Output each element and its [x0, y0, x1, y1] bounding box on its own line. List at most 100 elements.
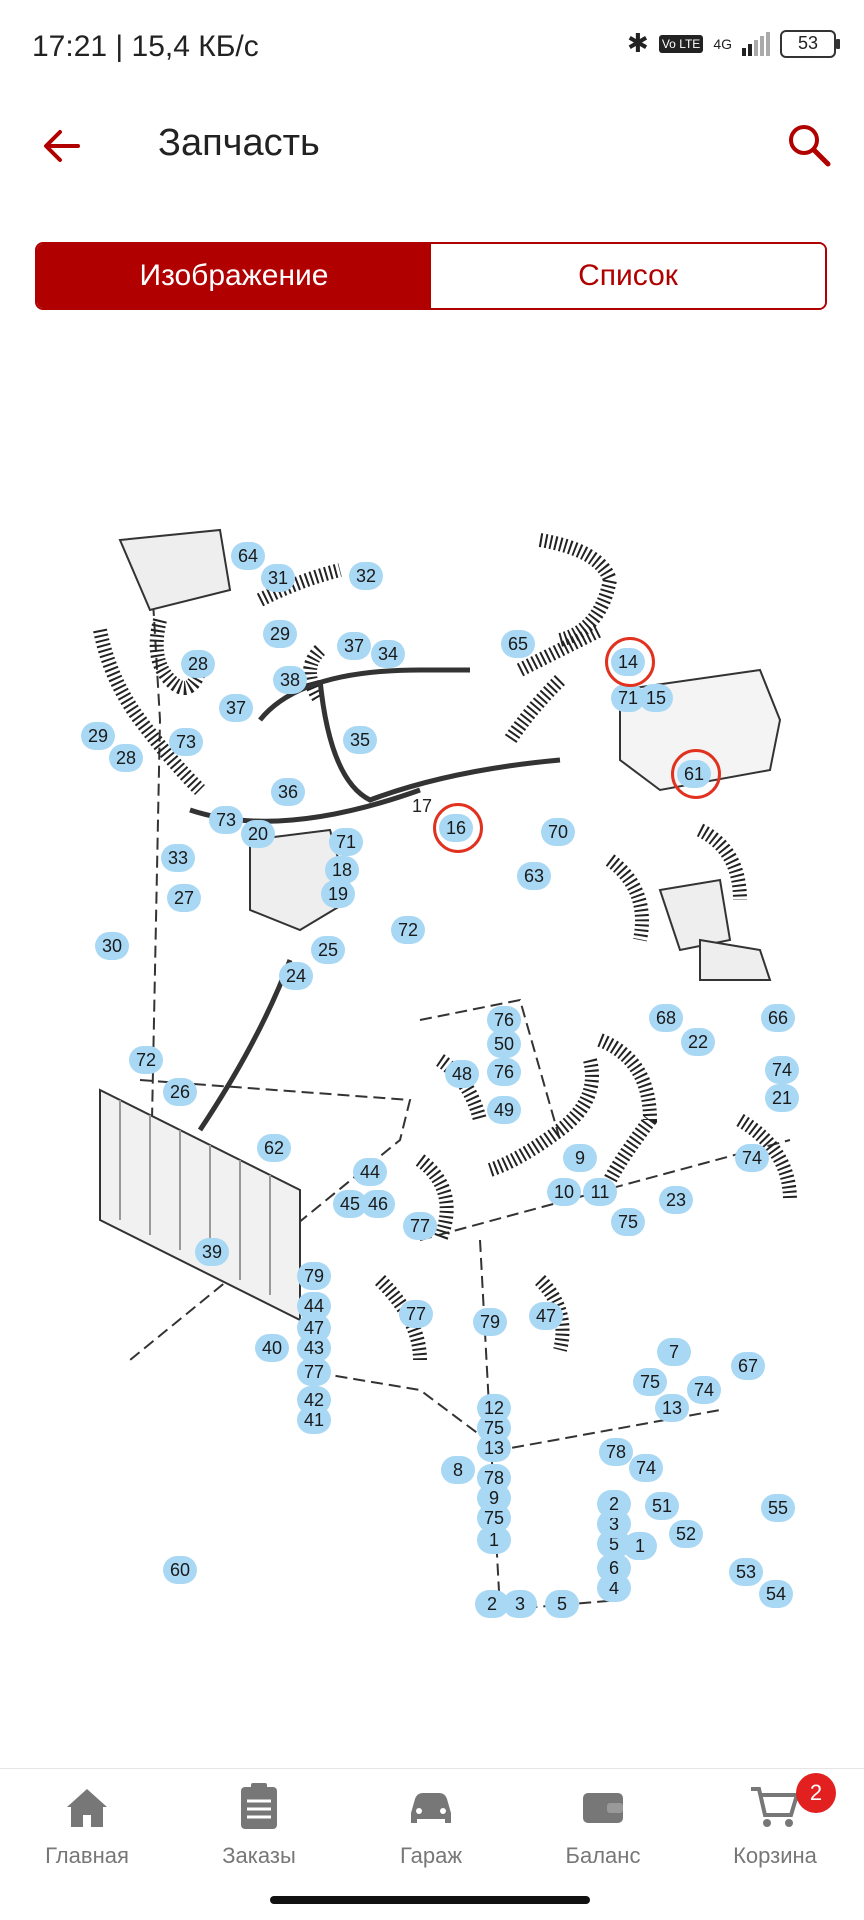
part-callout[interactable]: 72 — [129, 1046, 163, 1074]
part-callout[interactable]: 66 — [761, 1004, 795, 1032]
car-icon — [411, 1793, 451, 1823]
part-callout[interactable]: 74 — [765, 1056, 799, 1084]
part-callout[interactable]: 44 — [353, 1158, 387, 1186]
network-type: 4G — [713, 35, 732, 52]
part-callout[interactable]: 60 — [163, 1556, 197, 1584]
nav-home-label: Главная — [45, 1843, 129, 1868]
part-callout[interactable]: 77 — [399, 1300, 433, 1328]
part-callout[interactable]: 49 — [487, 1096, 521, 1124]
part-callout[interactable]: 68 — [649, 1004, 683, 1032]
part-callout[interactable]: 21 — [765, 1084, 799, 1112]
part-callout[interactable]: 38 — [273, 666, 307, 694]
part-callout[interactable]: 5 — [545, 1590, 579, 1618]
part-callout[interactable]: 34 — [371, 640, 405, 668]
part-callout[interactable]: 79 — [473, 1308, 507, 1336]
part-callout[interactable]: 24 — [279, 962, 313, 990]
part-callout[interactable]: 23 — [659, 1186, 693, 1214]
part-callout[interactable]: 53 — [729, 1558, 763, 1586]
part-callout[interactable]: 35 — [343, 726, 377, 754]
part-callout[interactable]: 79 — [297, 1262, 331, 1290]
part-callout[interactable]: 20 — [241, 820, 275, 848]
part-callout[interactable]: 29 — [81, 722, 115, 750]
part-callout[interactable]: 74 — [735, 1144, 769, 1172]
part-callout[interactable]: 62 — [257, 1134, 291, 1162]
part-callout[interactable]: 65 — [501, 630, 535, 658]
battery-level: 53 — [797, 33, 819, 53]
part-callout[interactable]: 50 — [487, 1030, 521, 1058]
home-indicator[interactable] — [270, 1896, 590, 1904]
part-callout[interactable]: 52 — [669, 1520, 703, 1548]
part-callout[interactable]: 2 — [597, 1490, 631, 1518]
part-callout[interactable]: 29 — [263, 620, 297, 648]
wallet-icon — [583, 1793, 623, 1823]
part-callout[interactable]: 41 — [297, 1406, 331, 1434]
part-callout[interactable]: 78 — [599, 1438, 633, 1466]
part-callout[interactable]: 15 — [639, 684, 673, 712]
nav-home[interactable]: Главная — [12, 1779, 162, 1879]
part-callout[interactable]: 55 — [761, 1494, 795, 1522]
part-callout[interactable]: 19 — [321, 880, 355, 908]
part-callout[interactable]: 28 — [109, 744, 143, 772]
part-callout[interactable]: 75 — [633, 1368, 667, 1396]
tab-image[interactable]: Изображение — [37, 244, 431, 308]
tab-list[interactable]: Список — [431, 244, 825, 308]
search-icon[interactable] — [784, 120, 834, 170]
part-callout[interactable]: 18 — [325, 856, 359, 884]
part-callout[interactable]: 40 — [255, 1334, 289, 1362]
part-callout[interactable]: 70 — [541, 818, 575, 846]
part-callout[interactable]: 28 — [181, 650, 215, 678]
part-callout[interactable]: 67 — [731, 1352, 765, 1380]
part-callout[interactable]: 26 — [163, 1078, 197, 1106]
part-callout[interactable]: 54 — [759, 1580, 793, 1608]
part-callout[interactable]: 75 — [611, 1208, 645, 1236]
parts-diagram[interactable]: 64 31 32 29 28 37 38 34 65 29 28 73 37 3… — [0, 520, 864, 1620]
part-callout[interactable]: 27 — [167, 884, 201, 912]
part-callout[interactable]: 63 — [517, 862, 551, 890]
part-callout[interactable]: 25 — [311, 936, 345, 964]
part-callout[interactable]: 46 — [361, 1190, 395, 1218]
part-callout[interactable]: 10 — [547, 1178, 581, 1206]
nav-balance[interactable]: Баланс — [528, 1779, 678, 1879]
part-callout[interactable]: 6 — [597, 1554, 631, 1582]
part-callout[interactable]: 47 — [529, 1302, 563, 1330]
part-callout[interactable]: 9 — [563, 1144, 597, 1172]
part-callout[interactable]: 36 — [271, 778, 305, 806]
part-callout[interactable]: 7 — [657, 1338, 691, 1366]
part-callout[interactable]: 44 — [297, 1292, 331, 1320]
part-callout[interactable]: 3 — [503, 1590, 537, 1618]
part-callout[interactable]: 37 — [219, 694, 253, 722]
part-callout[interactable]: 1 — [623, 1532, 657, 1560]
part-callout[interactable]: 43 — [297, 1334, 331, 1362]
part-callout[interactable]: 11 — [583, 1178, 617, 1206]
part-callout[interactable]: 48 — [445, 1060, 479, 1088]
part-callout[interactable]: 76 — [487, 1058, 521, 1086]
part-callout[interactable]: 39 — [195, 1238, 229, 1266]
part-label[interactable]: 17 — [412, 796, 433, 816]
part-callout[interactable]: 13 — [655, 1394, 689, 1422]
part-callout[interactable]: 73 — [169, 728, 203, 756]
part-callout[interactable]: 37 — [337, 632, 371, 660]
part-callout[interactable]: 74 — [629, 1454, 663, 1482]
part-callout[interactable]: 74 — [687, 1376, 721, 1404]
nav-orders[interactable]: Заказы — [184, 1779, 334, 1879]
part-callout[interactable]: 33 — [161, 844, 195, 872]
part-callout[interactable]: 76 — [487, 1006, 521, 1034]
part-callout[interactable]: 71 — [329, 828, 363, 856]
part-callout[interactable]: 77 — [297, 1358, 331, 1386]
part-callout[interactable]: 32 — [349, 562, 383, 590]
nav-balance-label: Баланс — [565, 1843, 641, 1868]
part-callout[interactable]: 30 — [95, 932, 129, 960]
part-callout[interactable]: 22 — [681, 1028, 715, 1056]
part-callout[interactable]: 64 — [231, 542, 265, 570]
part-callout[interactable]: 1 — [477, 1526, 511, 1554]
back-arrow-icon[interactable] — [38, 122, 86, 170]
part-callout[interactable]: 73 — [209, 806, 243, 834]
part-callout[interactable]: 72 — [391, 916, 425, 944]
nav-garage[interactable]: Гараж — [356, 1779, 506, 1879]
part-callout[interactable]: 31 — [261, 564, 295, 592]
part-callout[interactable]: 13 — [477, 1434, 511, 1462]
part-callout[interactable]: 51 — [645, 1492, 679, 1520]
part-callout[interactable]: 8 — [441, 1456, 475, 1484]
part-callout[interactable]: 77 — [403, 1212, 437, 1240]
nav-cart[interactable]: Корзина 2 — [700, 1773, 850, 1879]
